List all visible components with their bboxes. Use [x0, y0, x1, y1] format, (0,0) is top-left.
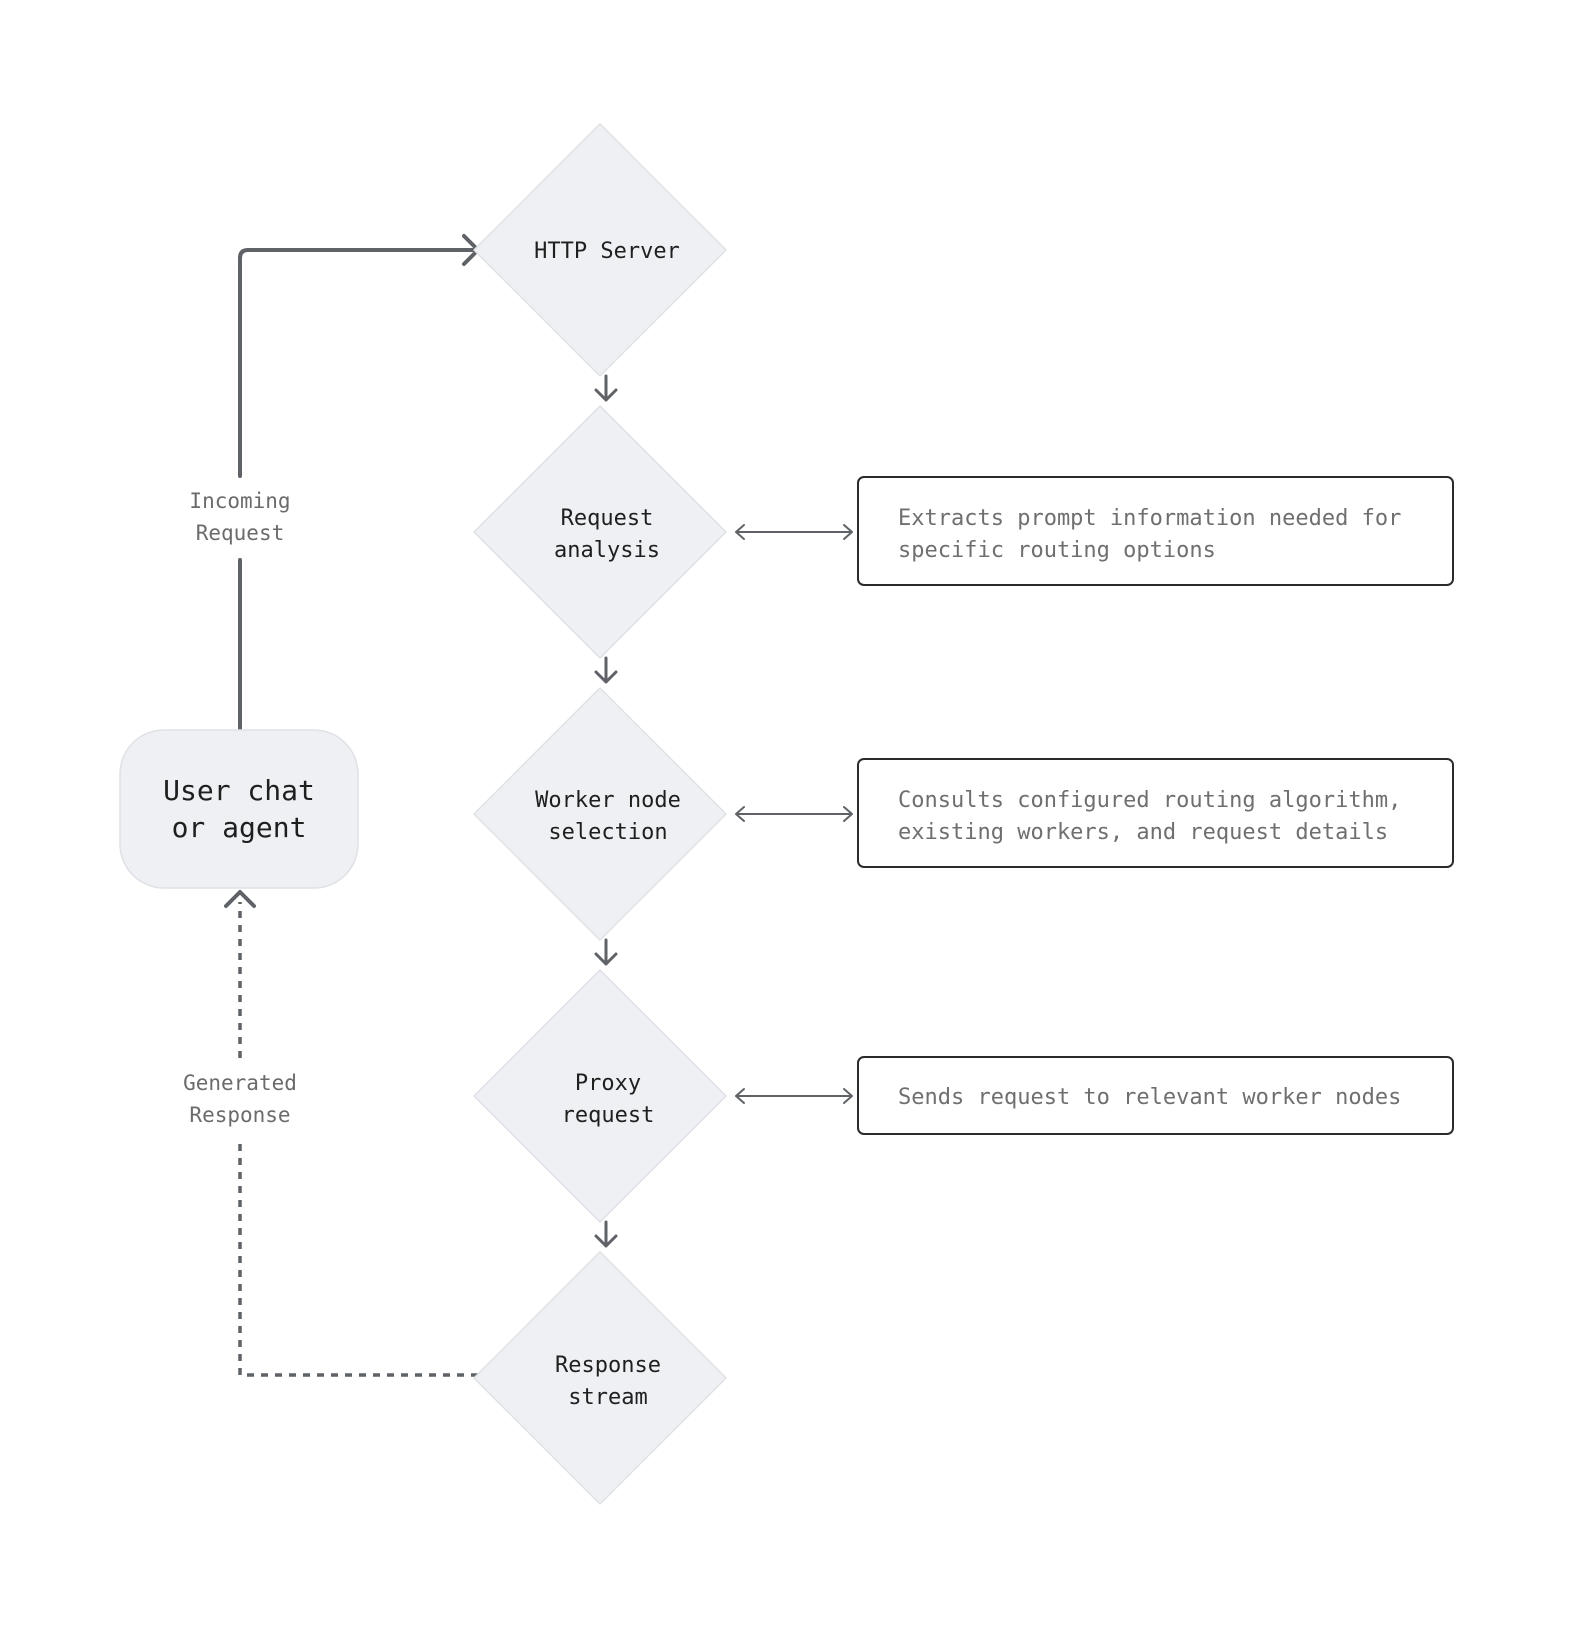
step-label-line-2: stream [568, 1385, 647, 1410]
step-http-server: HTTP Server [473, 123, 727, 377]
generated-response-edge: Generated Response [183, 890, 478, 1377]
generated-response-label-line-2: Response [189, 1103, 290, 1127]
description-proxy-request: Sends request to relevant worker nodes [857, 1056, 1454, 1135]
step-response-stream: Response stream [473, 1251, 727, 1505]
down-arrow-icon [594, 656, 618, 684]
step-request-analysis: Request analysis [473, 405, 727, 659]
down-arrow-icon [594, 1220, 618, 1248]
step-label-line-1: Proxy [575, 1071, 641, 1096]
description-line-2: specific routing options [898, 538, 1216, 563]
description-line-1: Consults configured routing algorithm, [898, 788, 1401, 813]
bidirectional-arrow-icon [735, 524, 853, 540]
user-node-label-line-1: User chat [163, 774, 315, 807]
user-node-label-line-2: or agent [172, 811, 307, 844]
bidirectional-arrow-icon [735, 806, 853, 822]
bidirectional-arrow-icon [735, 1088, 853, 1104]
step-label-line-1: Request [561, 506, 654, 531]
step-label-line-2: request [562, 1103, 655, 1128]
step-label-line-1: Worker node [535, 788, 681, 813]
incoming-request-label-line-2: Request [196, 521, 285, 545]
description-line-1: Sends request to relevant worker nodes [898, 1085, 1401, 1110]
description-line-1: Extracts prompt information needed for [898, 506, 1401, 531]
description-request-analysis: Extracts prompt information needed for s… [857, 476, 1454, 586]
description-line-2: existing workers, and request details [898, 820, 1388, 845]
incoming-request-label-line-1: Incoming [189, 489, 290, 513]
down-arrow-icon [594, 938, 618, 966]
down-arrow-icon [594, 374, 618, 402]
step-label-line-1: Response [555, 1353, 661, 1378]
description-worker-node-selection: Consults configured routing algorithm, e… [857, 758, 1454, 868]
user-chat-node: User chat or agent [119, 729, 359, 889]
step-proxy-request: Proxy request [473, 969, 727, 1223]
arrowhead-up-icon [224, 890, 256, 908]
step-label-line-2: analysis [554, 538, 660, 563]
generated-response-label-line-1: Generated [183, 1071, 297, 1095]
incoming-request-edge: Incoming Request [189, 234, 480, 732]
step-label-line-2: selection [548, 820, 667, 845]
step-worker-node-selection: Worker node selection [473, 687, 727, 941]
step-label: HTTP Server [534, 239, 680, 264]
